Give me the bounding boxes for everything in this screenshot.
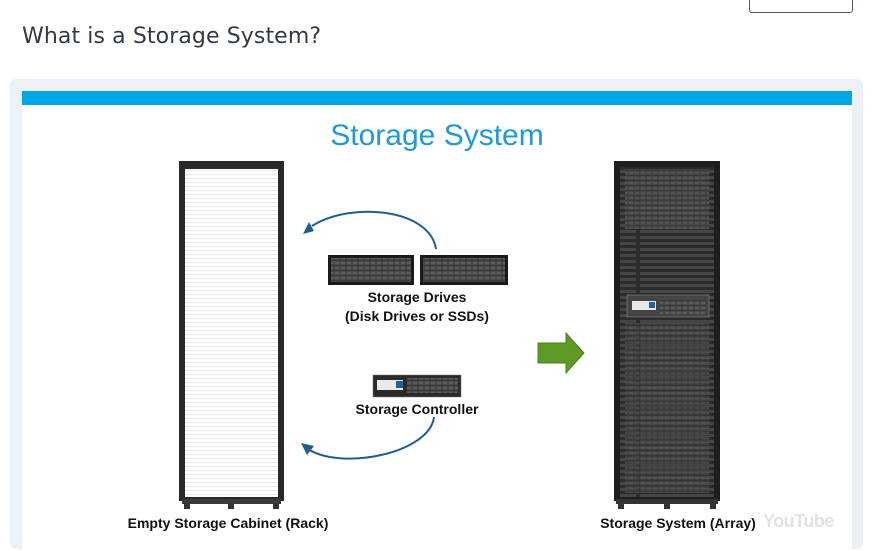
- top-outline-button[interactable]: [749, 0, 853, 13]
- curved-arrow-top-icon: [303, 210, 437, 250]
- page-title: What is a Storage System?: [22, 24, 322, 49]
- empty-cabinet-label: Empty Storage Cabinet (Rack): [127, 515, 329, 531]
- slide-title: Storage System: [330, 119, 544, 152]
- video-player[interactable]: Storage System: [22, 91, 852, 551]
- storage-system-label: Storage System (Array): [600, 515, 756, 531]
- storage-drives-label: Storage Drives: [367, 289, 467, 305]
- right-arrow-icon: [537, 331, 585, 375]
- storage-drives-sublabel: (Disk Drives or SSDs): [345, 308, 489, 324]
- filled-rack-icon: [614, 161, 720, 509]
- storage-diagram: [179, 161, 720, 509]
- storage-controller-label: Storage Controller: [355, 401, 479, 417]
- youtube-watermark[interactable]: YouTube: [763, 511, 834, 531]
- slide-top-bar: [22, 91, 852, 105]
- disk-shelf-icon: [328, 255, 508, 285]
- controller-icon: [372, 374, 462, 398]
- empty-rack-icon: [179, 161, 284, 509]
- curved-arrow-bottom-icon: [301, 416, 435, 460]
